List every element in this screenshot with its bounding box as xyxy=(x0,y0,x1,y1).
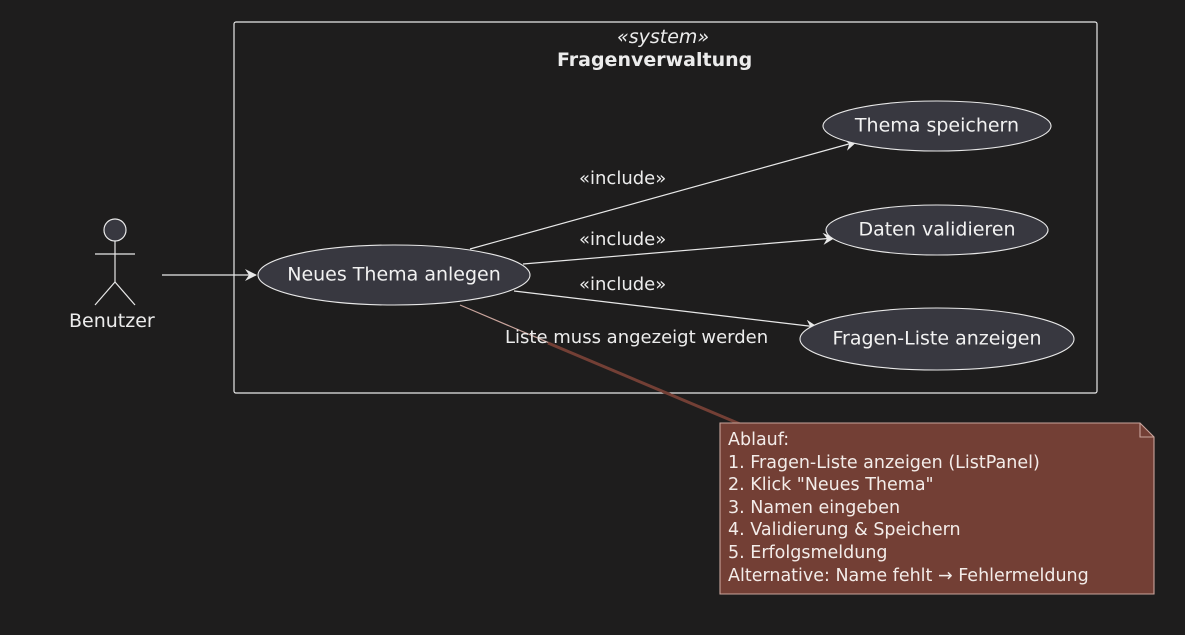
note-line-step-4: 4. Validierung & Speichern xyxy=(728,520,961,541)
note-fold xyxy=(1139,423,1154,438)
note-line-alternative: Alternative: Name fehlt → Fehlermeldung xyxy=(728,565,1089,586)
include-label-list: «include» xyxy=(579,274,667,295)
use-case-list-shape xyxy=(799,307,1075,371)
note-line-step-5: 5. Erfolgsmeldung xyxy=(728,542,888,563)
actor-figure xyxy=(94,218,136,306)
note-content: Ablauf: 1. Fragen-Liste anzeigen (ListPa… xyxy=(728,429,1089,587)
use-case-list[interactable]: Fragen-Liste anzeigen xyxy=(832,327,1042,350)
use-case-validate-shape xyxy=(825,204,1049,256)
use-case-save[interactable]: Thema speichern xyxy=(854,114,1020,137)
system-title: Fragenverwaltung xyxy=(557,49,753,71)
include-label-save: «include» xyxy=(579,168,667,189)
include-arrow-list xyxy=(513,290,818,332)
use-case-validate[interactable]: Daten validieren xyxy=(858,218,1016,241)
note-line-step-1: 1. Fragen-Liste anzeigen (ListPanel) xyxy=(728,452,1040,473)
include-arrow-validate xyxy=(522,232,835,265)
note-line-step-2: 2. Klick "Neues Thema" xyxy=(728,475,934,496)
note-box xyxy=(719,422,1155,595)
use-case-main-shape xyxy=(257,244,531,306)
actor-right-leg xyxy=(114,281,136,306)
actor-label: Benutzer xyxy=(69,310,155,332)
include-label-validate: «include» xyxy=(579,229,667,250)
note-line-heading: Ablauf: xyxy=(728,430,790,450)
include-arrow-save xyxy=(469,139,857,250)
use-case-main[interactable]: Neues Thema anlegen xyxy=(287,263,501,286)
system-stereotype: «system» xyxy=(617,26,710,48)
actor-head xyxy=(103,218,127,242)
note-link-label: Liste muss angezeigt werden xyxy=(505,327,769,348)
note-connector-shadow xyxy=(547,341,741,426)
note-line-step-3: 3. Namen eingeben xyxy=(728,497,901,518)
use-case-save-shape xyxy=(822,100,1052,152)
actor-left-leg xyxy=(94,281,116,306)
